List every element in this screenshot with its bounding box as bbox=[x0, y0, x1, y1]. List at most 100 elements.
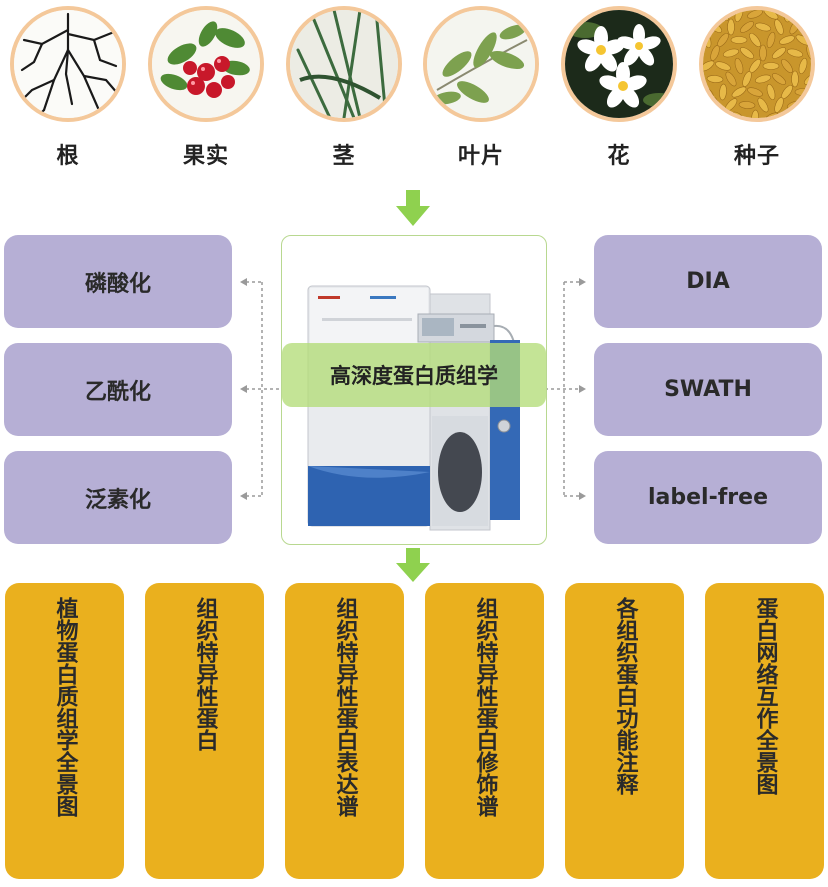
method-label: 磷酸化 bbox=[84, 271, 151, 297]
seed-grain bbox=[771, 47, 787, 59]
seed-grain bbox=[747, 10, 763, 19]
seed-grain bbox=[731, 86, 747, 98]
output-label: 组织特异性蛋白修饰谱 bbox=[472, 597, 498, 817]
seed-grain bbox=[759, 44, 767, 62]
method-box-phosphorylation: 磷酸化 bbox=[4, 235, 232, 328]
seed-grain bbox=[786, 100, 804, 110]
seed-grain bbox=[766, 83, 776, 101]
seed-grain bbox=[766, 31, 776, 49]
output-label: 组织特异性蛋白 bbox=[192, 597, 218, 751]
leaf-icon bbox=[423, 6, 539, 122]
seed-grain bbox=[710, 96, 720, 114]
tissue-label: 果实 bbox=[182, 144, 229, 169]
seed-grain bbox=[779, 113, 795, 118]
output-box-3: 组织特异性蛋白表达谱 bbox=[285, 583, 404, 879]
seed-grain bbox=[789, 19, 801, 35]
seed-grain bbox=[724, 98, 738, 112]
method-label: 泛素化 bbox=[84, 487, 151, 513]
seed-grain bbox=[739, 21, 755, 33]
center-title: 高深度蛋白质组学 bbox=[282, 343, 546, 407]
tissue-label: 根 bbox=[56, 144, 80, 169]
seed-grain bbox=[795, 34, 811, 46]
seed-grain bbox=[757, 97, 769, 113]
seed-grain bbox=[806, 45, 811, 61]
down-arrow-icon bbox=[396, 548, 430, 582]
seed-grain bbox=[734, 57, 744, 75]
berry-icon bbox=[148, 6, 264, 122]
tissue-label: 叶片 bbox=[457, 144, 504, 169]
seed-grain bbox=[738, 101, 756, 109]
output-box-1: 植物蛋白质组学全景图 bbox=[5, 583, 124, 879]
seed-grain bbox=[706, 75, 724, 83]
output-label: 蛋白网络互作全景图 bbox=[752, 597, 778, 795]
tissue-label: 茎 bbox=[332, 144, 356, 169]
seed-grain bbox=[725, 71, 737, 87]
tissue-label: 种子 bbox=[733, 144, 780, 169]
method-box-acetylation: 乙酰化 bbox=[4, 343, 232, 436]
seed-grain bbox=[732, 111, 746, 118]
seed-grain bbox=[747, 87, 763, 97]
method-box-swath: SWATH bbox=[594, 343, 822, 436]
tissue-flower: 花 bbox=[557, 6, 681, 170]
seed-grain bbox=[707, 21, 723, 33]
seed-grain bbox=[715, 61, 731, 71]
output-box-4: 组织特异性蛋白修饰谱 bbox=[425, 583, 544, 879]
seed-grain bbox=[739, 47, 755, 59]
seed-grain bbox=[791, 70, 799, 88]
seed-grain bbox=[794, 88, 811, 96]
seed-grain bbox=[781, 58, 793, 74]
tissue-leaf: 叶片 bbox=[419, 6, 543, 170]
seed-grain bbox=[749, 32, 761, 48]
seed-grain bbox=[703, 31, 712, 49]
tissue-fruit: 果实 bbox=[144, 6, 268, 170]
seed-grain bbox=[783, 10, 791, 23]
method-label: SWATH bbox=[664, 377, 752, 402]
seed-grain bbox=[751, 109, 759, 118]
seed-grain bbox=[774, 97, 784, 113]
method-box-dia: DIA bbox=[594, 235, 822, 328]
seed-grain bbox=[703, 10, 716, 18]
seed-grain bbox=[803, 73, 811, 85]
method-label: 乙酰化 bbox=[84, 379, 151, 405]
seed-grain bbox=[763, 10, 779, 20]
seed-grain bbox=[796, 10, 810, 21]
tissue-root: 根 bbox=[6, 6, 130, 170]
seed-grain bbox=[717, 10, 729, 22]
seed-grain bbox=[786, 48, 804, 58]
seed-grain bbox=[803, 99, 811, 111]
tissue-stem: 茎 bbox=[282, 6, 406, 170]
root-icon bbox=[10, 6, 126, 122]
stem-icon bbox=[286, 6, 402, 122]
output-label: 组织特异性蛋白表达谱 bbox=[332, 597, 358, 817]
seed-grain bbox=[727, 18, 735, 36]
seed-grain bbox=[754, 22, 772, 32]
seed-grain bbox=[798, 109, 808, 118]
method-box-label-free: label-free bbox=[594, 451, 822, 544]
seed-grain bbox=[763, 112, 779, 118]
down-arrow-icon bbox=[396, 190, 430, 226]
method-box-ubiquitination: 泛素化 bbox=[4, 451, 232, 544]
output-box-2: 组织特异性蛋白 bbox=[145, 583, 264, 879]
tissue-label: 花 bbox=[607, 144, 631, 169]
seed-grain bbox=[722, 48, 740, 58]
seed-grain bbox=[734, 10, 744, 23]
output-label: 各组织蛋白功能注释 bbox=[612, 597, 638, 795]
center-panel: 高深度蛋白质组学 bbox=[281, 235, 547, 545]
seed-grain bbox=[710, 45, 720, 61]
seed-grain bbox=[762, 62, 780, 70]
seed-grain bbox=[703, 60, 715, 72]
seed-grain bbox=[703, 110, 713, 118]
seed-grain bbox=[779, 35, 795, 45]
output-label: 植物蛋白质组学全景图 bbox=[52, 597, 78, 817]
seed-grain bbox=[754, 74, 772, 84]
flower-icon bbox=[561, 6, 677, 122]
seed-grain bbox=[771, 73, 787, 85]
seed-grain bbox=[798, 57, 808, 75]
output-box-6: 蛋白网络互作全景图 bbox=[705, 583, 824, 879]
seed-grain bbox=[774, 19, 784, 35]
output-box-5: 各组织蛋白功能注释 bbox=[565, 583, 684, 879]
tissue-seed: 种子 bbox=[695, 6, 819, 170]
method-label: DIA bbox=[686, 269, 730, 294]
seed-grain bbox=[730, 36, 748, 44]
